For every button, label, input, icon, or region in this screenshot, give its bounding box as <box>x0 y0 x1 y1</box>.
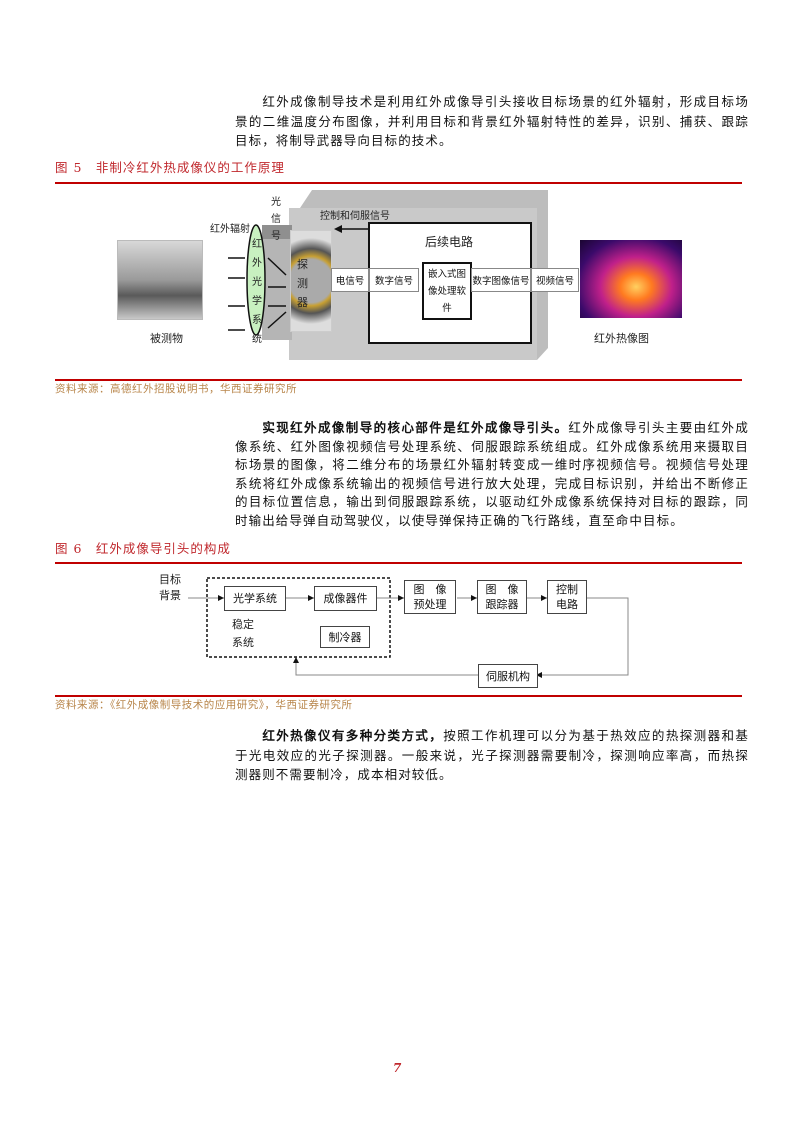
control-signal-label: 控制和伺服信号 <box>320 211 390 222</box>
paragraph-2-bold: 实现红外成像制导的核心部件是红外成像导引头。 <box>262 420 569 435</box>
figure-6-lines <box>188 577 629 678</box>
digital-signal-arrow: 数字信号 <box>369 268 419 292</box>
image-preprocessing-box: 图 像预处理 <box>404 580 456 614</box>
control-circuit-box: 控制电路 <box>547 580 587 614</box>
servo-mechanism-box: 伺服机构 <box>478 664 538 688</box>
video-signal-arrow: 视频信号 <box>531 268 579 292</box>
ir-radiation-label: 红外辐射 <box>210 224 250 235</box>
paragraph-1-text: 红外成像制导技术是利用红外成像导引头接收目标场景的红外辐射，形成目标场景的二维温… <box>235 94 749 148</box>
figure-5-bottom-rule <box>55 379 742 381</box>
paragraph-3-text: 按照工作机理可以分为基于热效应的热探测器和基于光电效应的光子探测器。一般来说，光… <box>235 728 749 782</box>
imaging-device-box: 成像器件 <box>314 586 377 611</box>
optics-label: 红外光学系统 <box>252 239 262 345</box>
object-label: 被测物 <box>150 332 183 345</box>
figure-6-title: 图 6 红外成像导引头的构成 <box>55 541 231 556</box>
paragraph-3: 红外热像仪有多种分类方式，按照工作机理可以分为基于热效应的热探测器和基于光电效应… <box>235 726 749 785</box>
figure-5-source: 资料来源：高德红外招股说明书，华西证券研究所 <box>55 383 297 395</box>
figure-6-bottom-rule <box>55 695 742 697</box>
image-tracker-box: 图 像跟踪器 <box>477 580 527 614</box>
figure-6-source: 资料来源：《红外成像制导技术的应用研究》，华西证券研究所 <box>55 699 353 711</box>
paragraph-1: 红外成像制导技术是利用红外成像导引头接收目标场景的红外辐射，形成目标场景的二维温… <box>235 92 749 151</box>
thermal-image-photo <box>580 240 682 318</box>
figure-5-top-rule <box>55 182 742 184</box>
cooler-box: 制冷器 <box>320 626 370 648</box>
figure-5-title: 图 5 非制冷红外热成像仪的工作原理 <box>55 160 285 175</box>
circuit-label: 后续电路 <box>425 235 474 249</box>
embedded-software-box: 嵌入式图像处理软件 <box>422 262 472 320</box>
thermal-image-label: 红外热像图 <box>594 332 649 345</box>
figure-6-diagram: 目标背景 光学系统 成像器件 稳定系统 制冷器 图 像预处理 图 像跟踪器 控制… <box>159 573 629 688</box>
paragraph-3-bold: 红外热像仪有多种分类方式， <box>262 728 444 743</box>
stabilizer-label: 稳定系统 <box>232 618 254 649</box>
electric-signal-arrow: 电信号 <box>331 268 369 292</box>
light-signal-label: 光信号 <box>271 197 281 242</box>
figure-5-diagram: 被测物 红外辐射 红外光学系统 光信号 探测器 控制和伺服信号 后续电路 嵌入式… <box>0 0 793 380</box>
page-number: 7 <box>393 1061 402 1075</box>
detector-label: 探测器 <box>297 258 308 309</box>
optical-system-box: 光学系统 <box>224 586 286 611</box>
paragraph-2: 实现红外成像制导的核心部件是红外成像导引头。红外成像导引头主要由红外成像系统、红… <box>235 419 749 530</box>
figure-6-top-rule <box>55 562 742 564</box>
measured-object-photo <box>117 240 203 320</box>
paragraph-2-text: 红外成像导引头主要由红外成像系统、红外图像视频信号处理系统、伺服跟踪系统组成。红… <box>235 420 749 528</box>
digital-image-signal-arrow: 数字图像信号 <box>471 268 531 292</box>
target-background-label: 目标背景 <box>159 573 181 602</box>
